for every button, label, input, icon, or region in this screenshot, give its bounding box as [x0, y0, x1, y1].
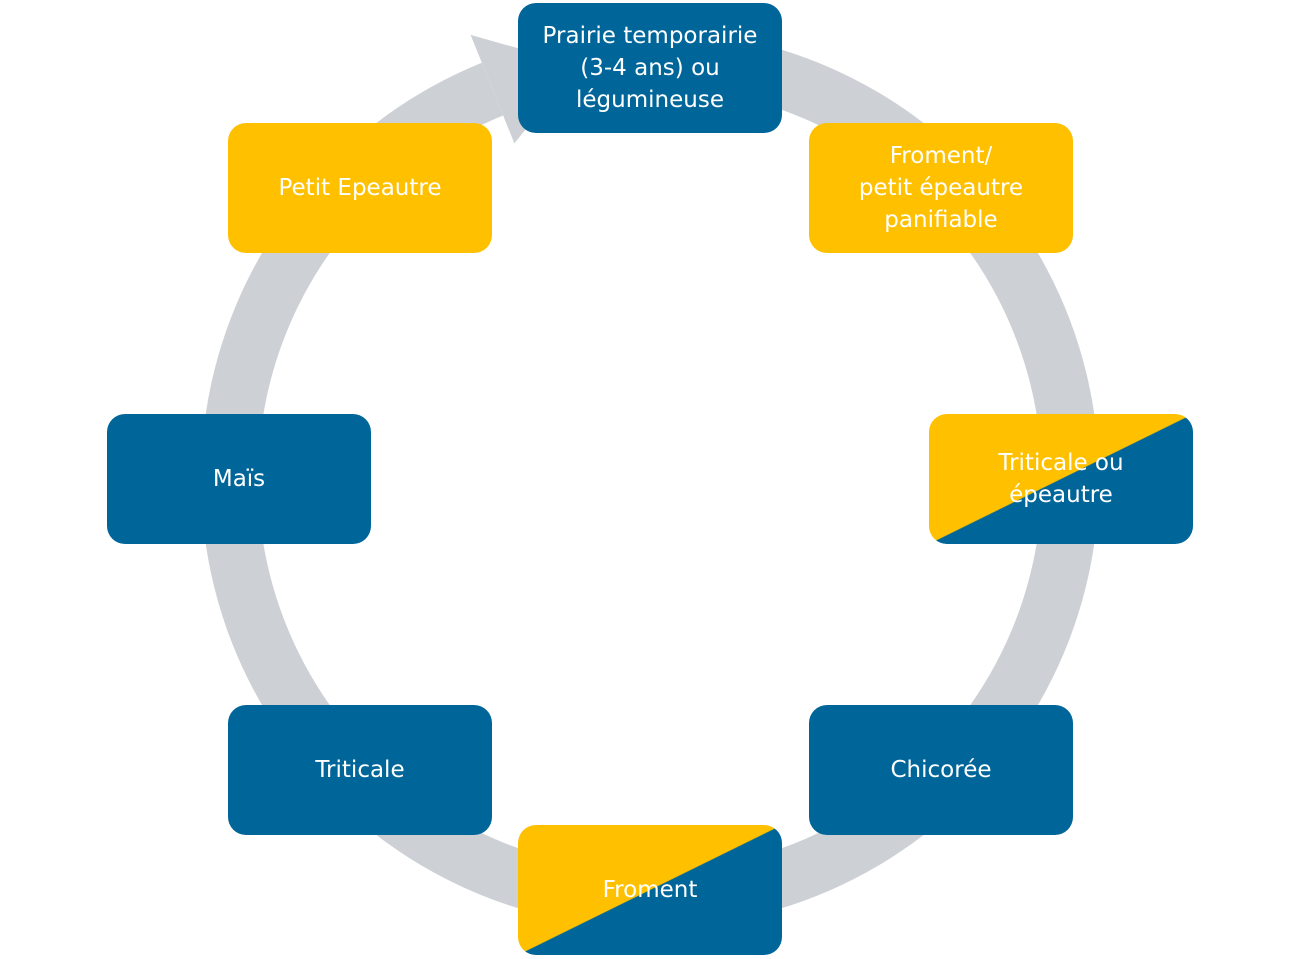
node-prairie: Prairie temporairie (3-4 ans) ou légumin… [518, 3, 782, 133]
node-chicoree-label: Chicorée [890, 757, 992, 783]
node-triticale-ou-epeautre-label: Triticale ou épeautre [998, 450, 1124, 508]
node-froment-petit-epeautre: Froment/ petit épeautre panifiable [809, 123, 1073, 253]
node-petit-epeautre: Petit Epeautre [228, 123, 492, 253]
node-chicoree: Chicorée [809, 705, 1073, 835]
node-petit-epeautre-label: Petit Epeautre [278, 175, 442, 201]
node-triticale-label: Triticale [315, 757, 405, 783]
node-mais: Maïs [107, 414, 371, 544]
node-froment-label: Froment [602, 877, 698, 903]
node-prairie-label: Prairie temporairie (3-4 ans) ou légumin… [542, 23, 758, 113]
node-froment-petit-epeautre-label: Froment/ petit épeautre panifiable [858, 143, 1024, 233]
node-mais-label: Maïs [212, 466, 266, 492]
node-triticale-ou-epeautre: Triticale ou épeautre [929, 414, 1193, 544]
node-froment: Froment [518, 825, 782, 955]
node-triticale: Triticale [228, 705, 492, 835]
